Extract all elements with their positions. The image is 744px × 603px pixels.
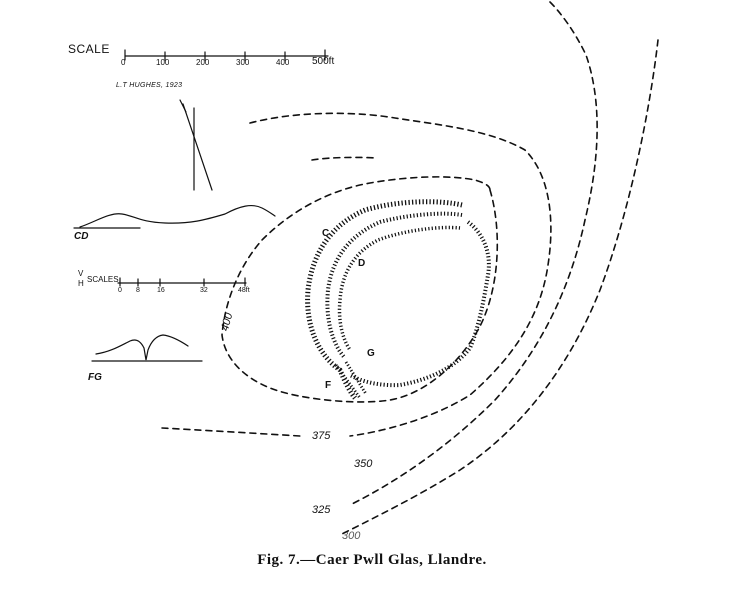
scale-tick-label: 0 — [121, 58, 126, 67]
vh-v-label: V — [78, 269, 84, 278]
point-label-d: D — [358, 258, 366, 269]
contour-label-350: 350 — [354, 458, 373, 470]
figure-caption: Fig. 7.—Caer Pwll Glas, Llandre. — [257, 552, 487, 568]
vh-tick-label: 16 — [157, 287, 165, 294]
vh-h-label: H — [78, 279, 84, 288]
scale-tick-label: 300 — [236, 58, 250, 67]
section-fg-label: FG — [88, 372, 102, 383]
contour-outer-right — [339, 39, 659, 536]
north-arrow — [179, 99, 213, 191]
fort-entrance — [334, 361, 368, 399]
section-cd-profile — [73, 204, 276, 229]
surveyor-credit: L.T HUGHES, 1923 — [116, 82, 183, 89]
point-label-f: F — [325, 380, 332, 391]
vh-tick-label: 32 — [200, 287, 208, 294]
fort-inner-rampart-2 — [337, 225, 461, 351]
contour-outer-top — [349, 1, 598, 506]
point-label-g: G — [367, 348, 375, 359]
contour-label-300: 300 — [342, 530, 361, 542]
contour-label-375: 375 — [312, 430, 331, 442]
contour-375 — [221, 176, 499, 403]
contour-lines — [161, 1, 659, 536]
vh-tick-label: 48ft — [238, 287, 250, 294]
scale-tick-label: 500ft — [312, 56, 335, 67]
contour-400 — [249, 112, 552, 437]
scale-tick-label: 200 — [196, 58, 210, 67]
scale-tick-label: 400 — [276, 58, 290, 67]
point-label-c: C — [322, 228, 330, 239]
vh-scale-bar — [117, 277, 247, 287]
fort-outer-rampart — [305, 199, 463, 400]
section-cd-label: CD — [74, 231, 89, 242]
contour-inner — [311, 156, 377, 161]
fort-inner-rampart-1 — [325, 211, 491, 388]
section-fg-profile — [91, 334, 203, 362]
vh-tick-label: 0 — [118, 287, 122, 294]
contour-label-325: 325 — [312, 504, 331, 516]
vh-scales-label: SCALES — [87, 275, 119, 284]
scale-title: SCALE — [68, 42, 110, 56]
scale-bar — [124, 49, 329, 61]
contour-bottom-left — [161, 427, 301, 437]
vh-tick-label: 8 — [136, 287, 140, 294]
scale-tick-label: 100 — [156, 58, 170, 67]
